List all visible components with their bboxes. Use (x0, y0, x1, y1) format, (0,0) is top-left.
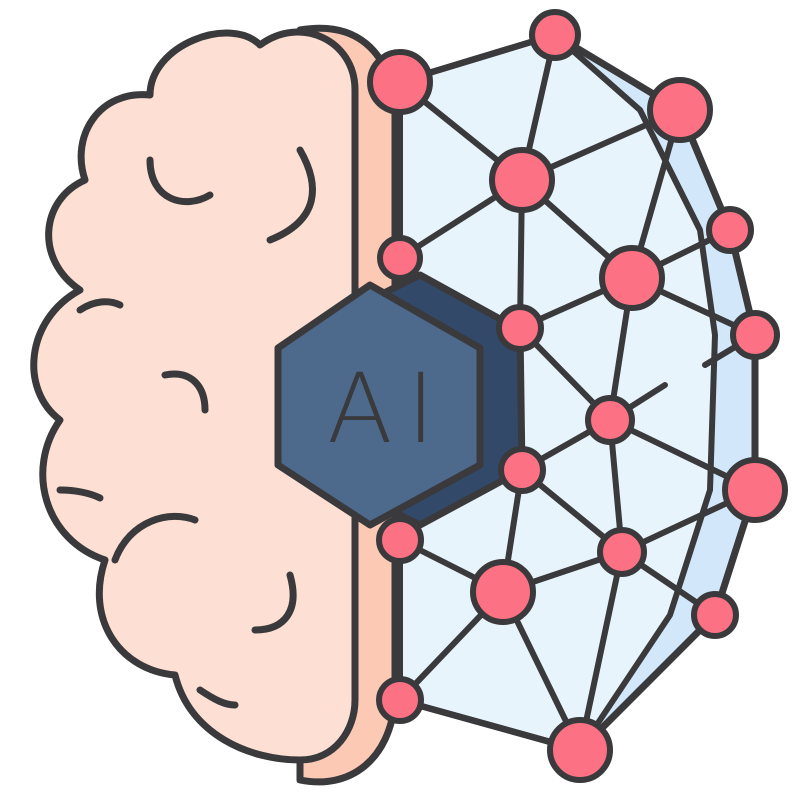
network-node (647, 77, 713, 143)
network-node (376, 676, 424, 724)
network-node (597, 527, 647, 577)
network-node (722, 457, 788, 523)
ai-badge-text: AI (327, 353, 449, 465)
network-node (547, 717, 613, 783)
network-node (599, 245, 665, 311)
hexagon-front (274, 281, 484, 529)
network-node (489, 147, 555, 213)
network-nodes (367, 9, 788, 783)
brain-hemisphere (30, 28, 359, 764)
network-node (730, 310, 780, 360)
network-node (498, 446, 546, 494)
network-node (470, 559, 536, 625)
network-node (377, 235, 423, 281)
network-node (691, 591, 739, 639)
network-node (367, 49, 433, 115)
network-node (585, 395, 635, 445)
network-node (376, 516, 424, 564)
network-node (706, 206, 754, 254)
hexagon-icon: AI (274, 271, 526, 529)
network-node (529, 9, 581, 61)
neural-network-icon: AI (274, 9, 788, 783)
brain-icon (30, 24, 399, 786)
network-node (496, 304, 544, 352)
